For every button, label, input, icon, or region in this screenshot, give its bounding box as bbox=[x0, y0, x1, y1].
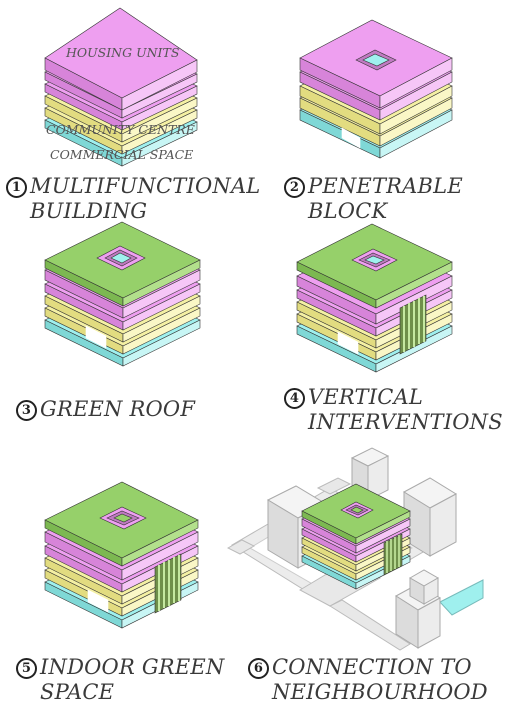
context-building bbox=[408, 569, 440, 605]
building-penetrable bbox=[299, 19, 453, 159]
step-number-badge: 6 bbox=[248, 658, 269, 679]
context-building bbox=[402, 477, 458, 557]
step-number-badge: 4 bbox=[284, 388, 305, 409]
caption-line1: PENETRABLE bbox=[308, 174, 463, 198]
building-green-roof bbox=[44, 221, 201, 367]
building-multifunctional bbox=[44, 7, 198, 167]
context-building bbox=[395, 583, 441, 649]
caption-line2: INTERVENTIONS bbox=[308, 410, 503, 434]
caption-line1: VERTICAL bbox=[308, 385, 424, 409]
step-number-badge: 3 bbox=[16, 400, 37, 421]
label-commercial-space: COMMERCIAL SPACE bbox=[50, 147, 194, 162]
step-number-badge: 5 bbox=[16, 658, 37, 679]
label-housing-units: HOUSING UNITS bbox=[66, 45, 180, 60]
caption-line1: INDOOR GREEN bbox=[40, 655, 225, 679]
water-strip bbox=[439, 579, 484, 616]
step-number-badge: 2 bbox=[284, 177, 305, 198]
building-neighbourhood bbox=[301, 483, 411, 590]
context-path bbox=[328, 599, 411, 651]
caption-line1: MULTIFUNCTIONAL bbox=[30, 174, 261, 198]
context-path bbox=[226, 539, 256, 555]
label-community-centre: COMMUNITY CENTRE bbox=[46, 122, 195, 137]
step-number-badge: 1 bbox=[6, 177, 27, 198]
caption-line1: GREEN ROOF bbox=[40, 397, 196, 421]
building-vertical-interventions bbox=[296, 223, 453, 373]
caption-line2: BUILDING bbox=[30, 199, 148, 223]
context-path bbox=[316, 477, 352, 495]
caption-line2: SPACE bbox=[40, 680, 115, 704]
building-indoor-green bbox=[44, 481, 199, 629]
caption-line2: BLOCK bbox=[308, 199, 388, 223]
caption-line1: CONNECTION TO bbox=[272, 655, 472, 679]
caption-line2: NEIGHBOURHOOD bbox=[272, 680, 488, 704]
